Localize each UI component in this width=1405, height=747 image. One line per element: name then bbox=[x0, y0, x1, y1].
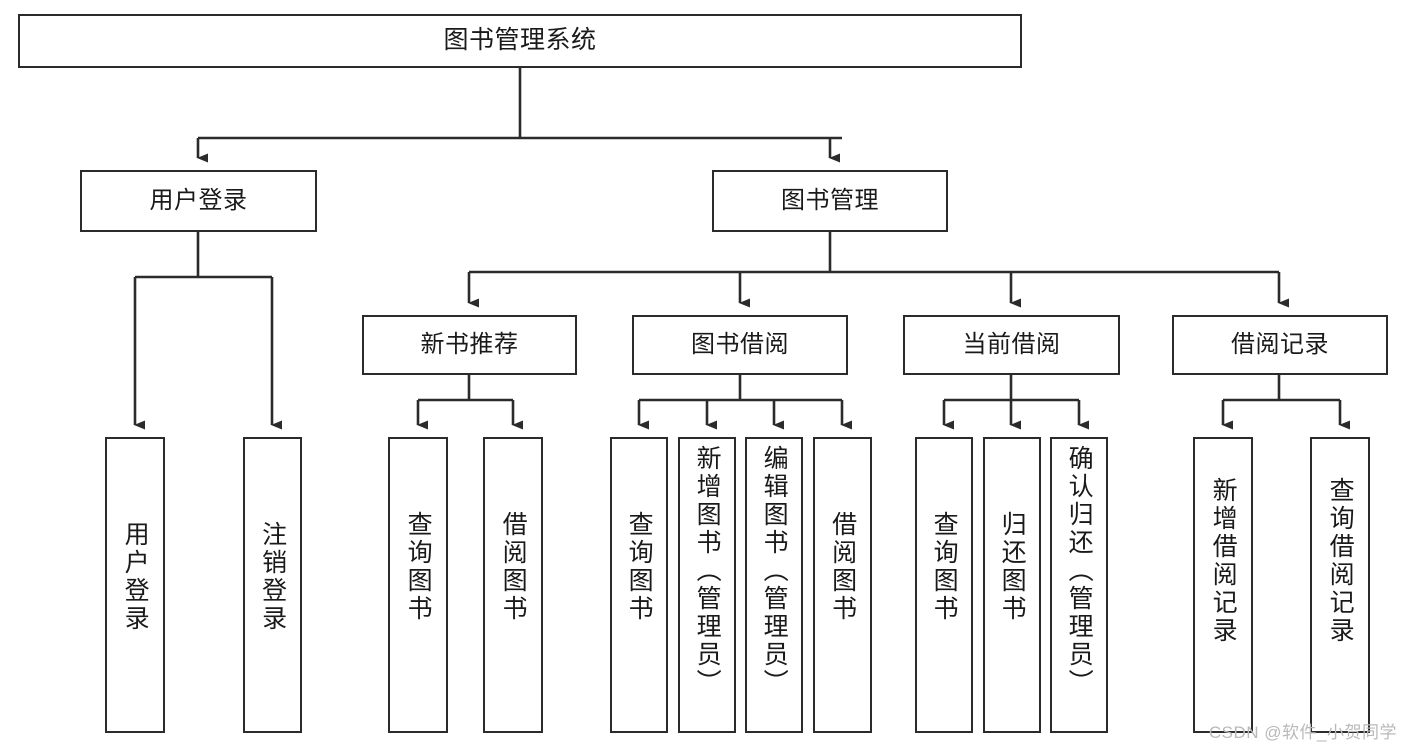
leaf-return-book[interactable]: 归还图书 bbox=[983, 437, 1041, 733]
node-book-management[interactable]: 图书管理 bbox=[712, 170, 948, 232]
node-label: 新书推荐 bbox=[420, 330, 519, 358]
node-label: 新增借阅记录 bbox=[1209, 477, 1238, 645]
leaf-logout[interactable]: 注销登录 bbox=[243, 437, 302, 733]
leaf-borrow-book[interactable]: 借阅图书 bbox=[813, 437, 872, 733]
node-label: 图书管理系统 bbox=[443, 26, 597, 55]
node-label: 当前借阅 bbox=[962, 330, 1061, 358]
node-label: 用户登录 bbox=[149, 186, 248, 214]
leaf-query-book-current[interactable]: 查询图书 bbox=[915, 437, 973, 733]
node-current-borrow[interactable]: 当前借阅 bbox=[903, 315, 1120, 375]
node-book-borrow[interactable]: 图书借阅 bbox=[632, 315, 848, 375]
node-borrow-record[interactable]: 借阅记录 bbox=[1172, 315, 1388, 375]
node-label: 查询图书 bbox=[625, 511, 654, 623]
node-label: 图书管理 bbox=[781, 186, 879, 214]
node-user-login[interactable]: 用户登录 bbox=[80, 170, 317, 232]
leaf-query-borrow-record[interactable]: 查询借阅记录 bbox=[1310, 437, 1370, 733]
node-label: 新增图书（管理员） bbox=[693, 445, 722, 697]
node-root-book-management-system[interactable]: 图书管理系统 bbox=[18, 14, 1022, 68]
node-label: 用户登录 bbox=[121, 521, 150, 633]
node-label: 注销登录 bbox=[258, 521, 287, 633]
leaf-confirm-return-admin[interactable]: 确认归还（管理员） bbox=[1050, 437, 1108, 733]
node-label: 图书借阅 bbox=[691, 330, 789, 358]
leaf-borrow-book-recommend[interactable]: 借阅图书 bbox=[483, 437, 543, 733]
node-label: 查询借阅记录 bbox=[1326, 477, 1355, 645]
csdn-watermark: CSDN @软件_小贺同学 bbox=[1208, 723, 1397, 742]
leaf-user-login[interactable]: 用户登录 bbox=[105, 437, 165, 733]
node-label: 确认归还（管理员） bbox=[1065, 445, 1094, 697]
node-label: 编辑图书（管理员） bbox=[760, 445, 789, 697]
node-label: 归还图书 bbox=[998, 511, 1027, 623]
node-label: 查询图书 bbox=[404, 511, 433, 623]
leaf-add-book-admin[interactable]: 新增图书（管理员） bbox=[678, 437, 736, 733]
leaf-query-book-borrow[interactable]: 查询图书 bbox=[610, 437, 668, 733]
leaf-query-book-recommend[interactable]: 查询图书 bbox=[388, 437, 448, 733]
leaf-edit-book-admin[interactable]: 编辑图书（管理员） bbox=[745, 437, 803, 733]
node-label: 查询图书 bbox=[930, 511, 959, 623]
node-label: 借阅图书 bbox=[499, 511, 528, 623]
node-label: 借阅图书 bbox=[828, 511, 857, 623]
node-label: 借阅记录 bbox=[1231, 330, 1329, 358]
leaf-add-borrow-record[interactable]: 新增借阅记录 bbox=[1193, 437, 1253, 733]
node-new-book-recommend[interactable]: 新书推荐 bbox=[362, 315, 577, 375]
